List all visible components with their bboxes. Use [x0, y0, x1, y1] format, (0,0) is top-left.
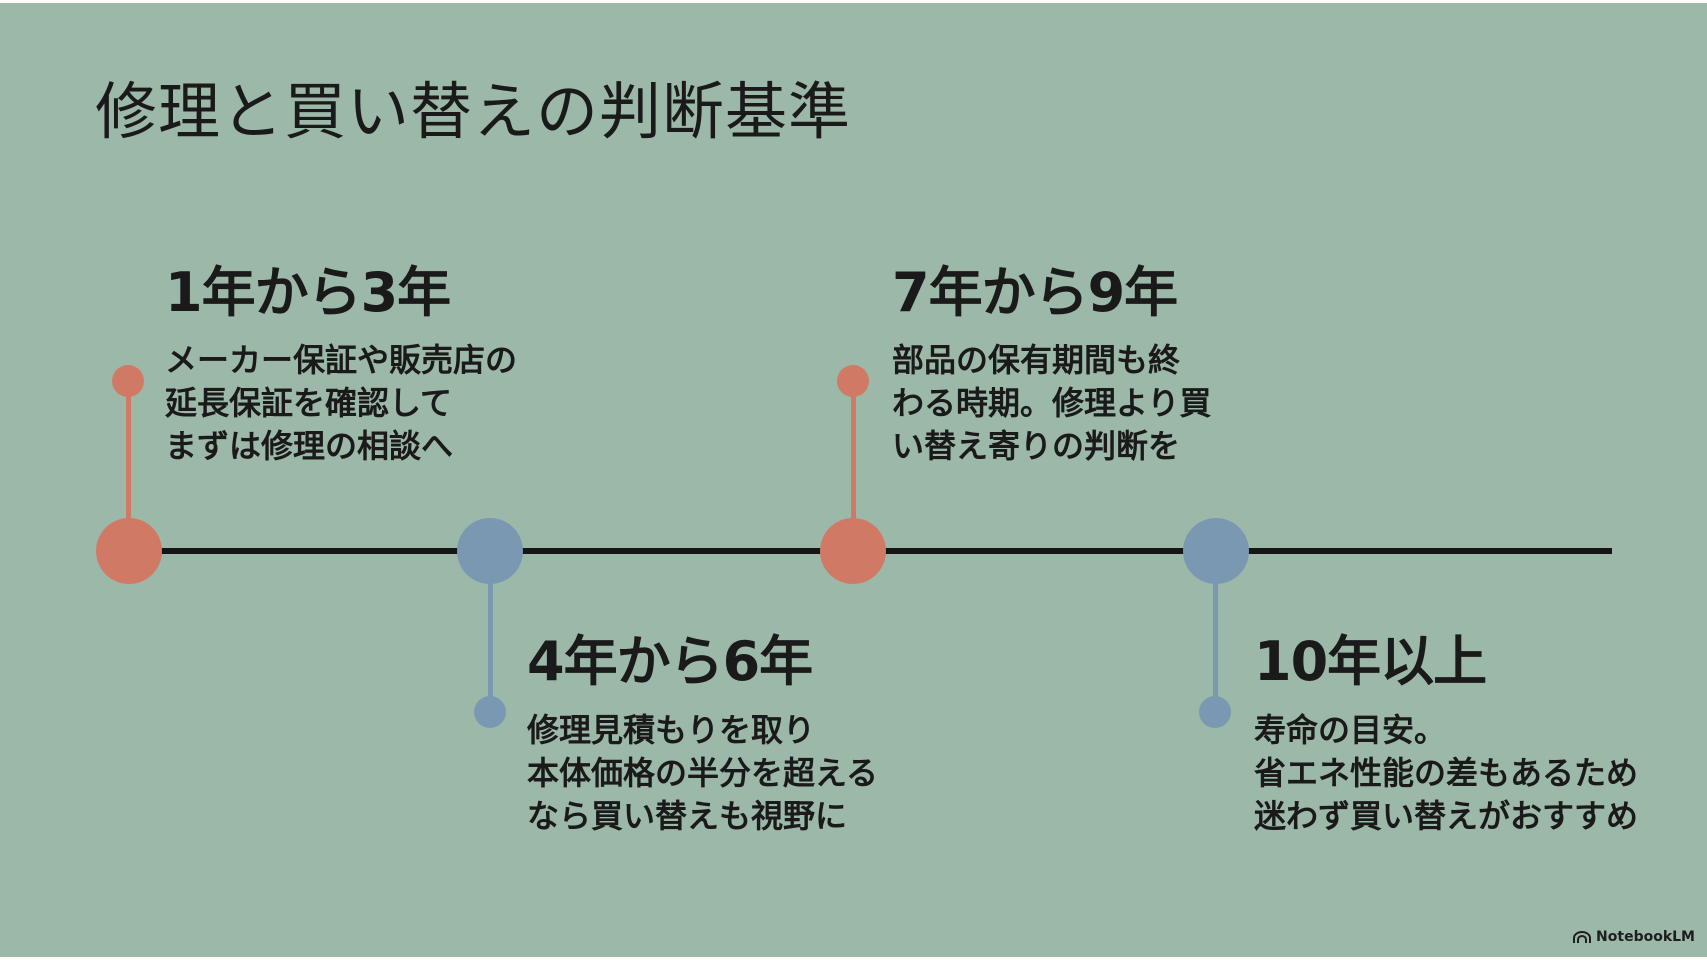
stage-2-stem	[488, 563, 493, 713]
stage-1-stem	[126, 381, 131, 531]
stage-1-node	[96, 518, 162, 584]
stage-2-line-3: なら買い替えも視野に	[527, 797, 848, 835]
stage-3-line-2: わる時期。修理より買	[892, 384, 1212, 422]
stage-1-description: メーカー保証や販売店の 延長保証を確認して まずは修理の相談へ	[165, 339, 517, 468]
stage-3-description: 部品の保有期間も終 わる時期。修理より買 い替え寄りの判断を	[892, 339, 1211, 468]
notebooklm-logo-icon	[1573, 930, 1592, 943]
slide-title: 修理と買い替えの判断基準	[95, 75, 852, 148]
stage-3-line-1: 部品の保有期間も終	[892, 341, 1181, 379]
slide: 修理と買い替えの判断基準 1年から3年 メーカー保証や販売店の 延長保証を確認し…	[0, 3, 1707, 957]
stage-4-line-1: 寿命の目安。	[1254, 711, 1447, 749]
stage-1-line-3: まずは修理の相談へ	[165, 427, 454, 465]
stage-3-line-3: い替え寄りの判断を	[892, 427, 1181, 465]
stage-3-label: 7年から9年	[892, 261, 1178, 324]
stage-2-description: 修理見積もりを取り 本体価格の半分を超える なら買い替えも視野に	[527, 709, 878, 838]
stage-2-node	[457, 518, 523, 584]
stage-1-label: 1年から3年	[165, 261, 451, 324]
stage-4-stem	[1213, 563, 1218, 713]
stage-1-line-1: メーカー保証や販売店の	[165, 341, 518, 379]
stage-3-end-dot	[837, 365, 869, 397]
stage-2-line-1: 修理見積もりを取り	[527, 711, 816, 749]
stage-1-line-2: 延長保証を確認して	[165, 384, 453, 422]
stage-4-node	[1183, 518, 1249, 584]
stage-2-label: 4年から6年	[527, 630, 813, 693]
notebooklm-watermark: NotebookLM	[1573, 929, 1695, 945]
stage-3-node	[820, 518, 886, 584]
stage-2-line-2: 本体価格の半分を超える	[527, 754, 879, 792]
stage-4-description: 寿命の目安。 省エネ性能の差もあるため 迷わず買い替えがおすすめ	[1254, 709, 1638, 838]
stage-3-stem	[851, 381, 856, 531]
stage-1-end-dot	[112, 365, 144, 397]
stage-4-line-3: 迷わず買い替えがおすすめ	[1254, 797, 1639, 835]
stage-4-end-dot	[1199, 696, 1231, 728]
stage-4-label: 10年以上	[1254, 630, 1487, 693]
stage-4-line-2: 省エネ性能の差もあるため	[1254, 754, 1639, 792]
brand-name: NotebookLM	[1596, 929, 1695, 945]
stage-2-end-dot	[474, 696, 506, 728]
